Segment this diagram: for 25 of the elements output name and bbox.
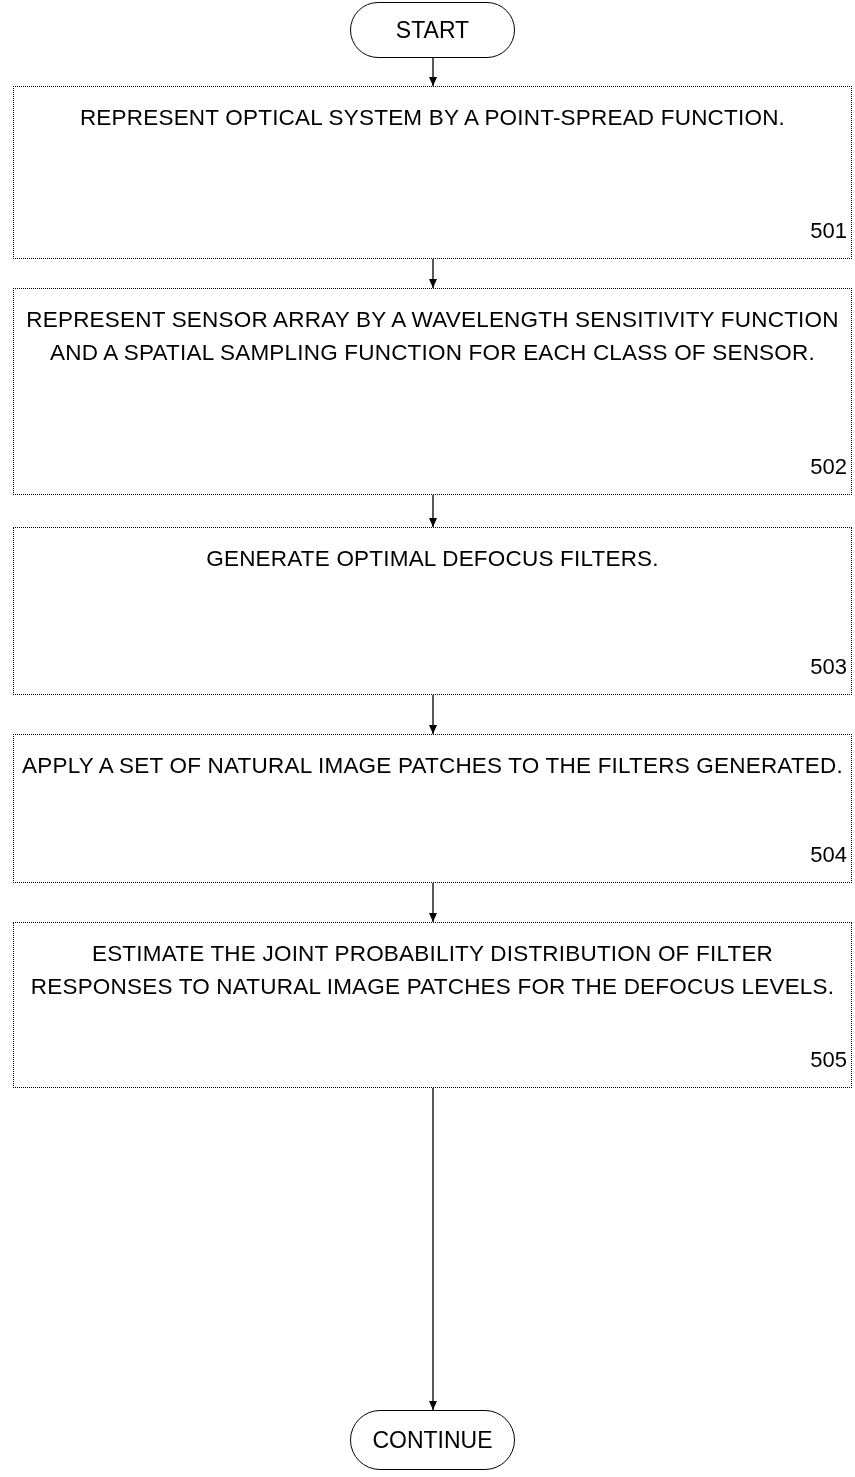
terminal-label: START: [395, 15, 470, 45]
step-number: 504: [810, 842, 847, 868]
arrow: [429, 1087, 437, 1411]
step-text: REPRESENT OPTICAL SYSTEM BY A POINT-SPREAD FUNCTION.: [78, 104, 787, 132]
step-text: APPLY A SET OF NATURAL IMAGE PATCHES TO THE FILTERS GENERATED.: [22, 752, 843, 780]
process-box: [13, 527, 852, 695]
terminal-pill: [350, 1410, 515, 1470]
process-box: [13, 922, 852, 1088]
step-number: 502: [810, 454, 847, 480]
process-box: [13, 734, 852, 883]
arrow: [429, 258, 437, 289]
process-box: [13, 288, 852, 495]
arrow: [429, 494, 437, 528]
terminal-pill: [350, 2, 515, 58]
step-text: REPRESENT SENSOR ARRAY BY A WAVELENGTH SENSITIVITY FUNCTION AND A SPATIAL SAMPLING FUNCTION FOR EACH CLASS OF SENSOR.: [25, 306, 840, 367]
arrow: [429, 57, 437, 87]
process-box: [13, 86, 852, 259]
arrow: [429, 694, 437, 735]
step-number: 505: [810, 1047, 847, 1073]
step-number: 501: [810, 218, 847, 244]
arrow: [429, 882, 437, 923]
step-number: 503: [810, 654, 847, 680]
step-text: GENERATE OPTIMAL DEFOCUS FILTERS.: [205, 545, 660, 573]
step-text: ESTIMATE THE JOINT PROBABILITY DISTRIBUTION OF FILTER RESPONSES TO NATURAL IMAGE PATCHES FOR THE DEFOCUS LEVELS.: [29, 940, 836, 1001]
terminal-label: CONTINUE: [372, 1425, 493, 1455]
